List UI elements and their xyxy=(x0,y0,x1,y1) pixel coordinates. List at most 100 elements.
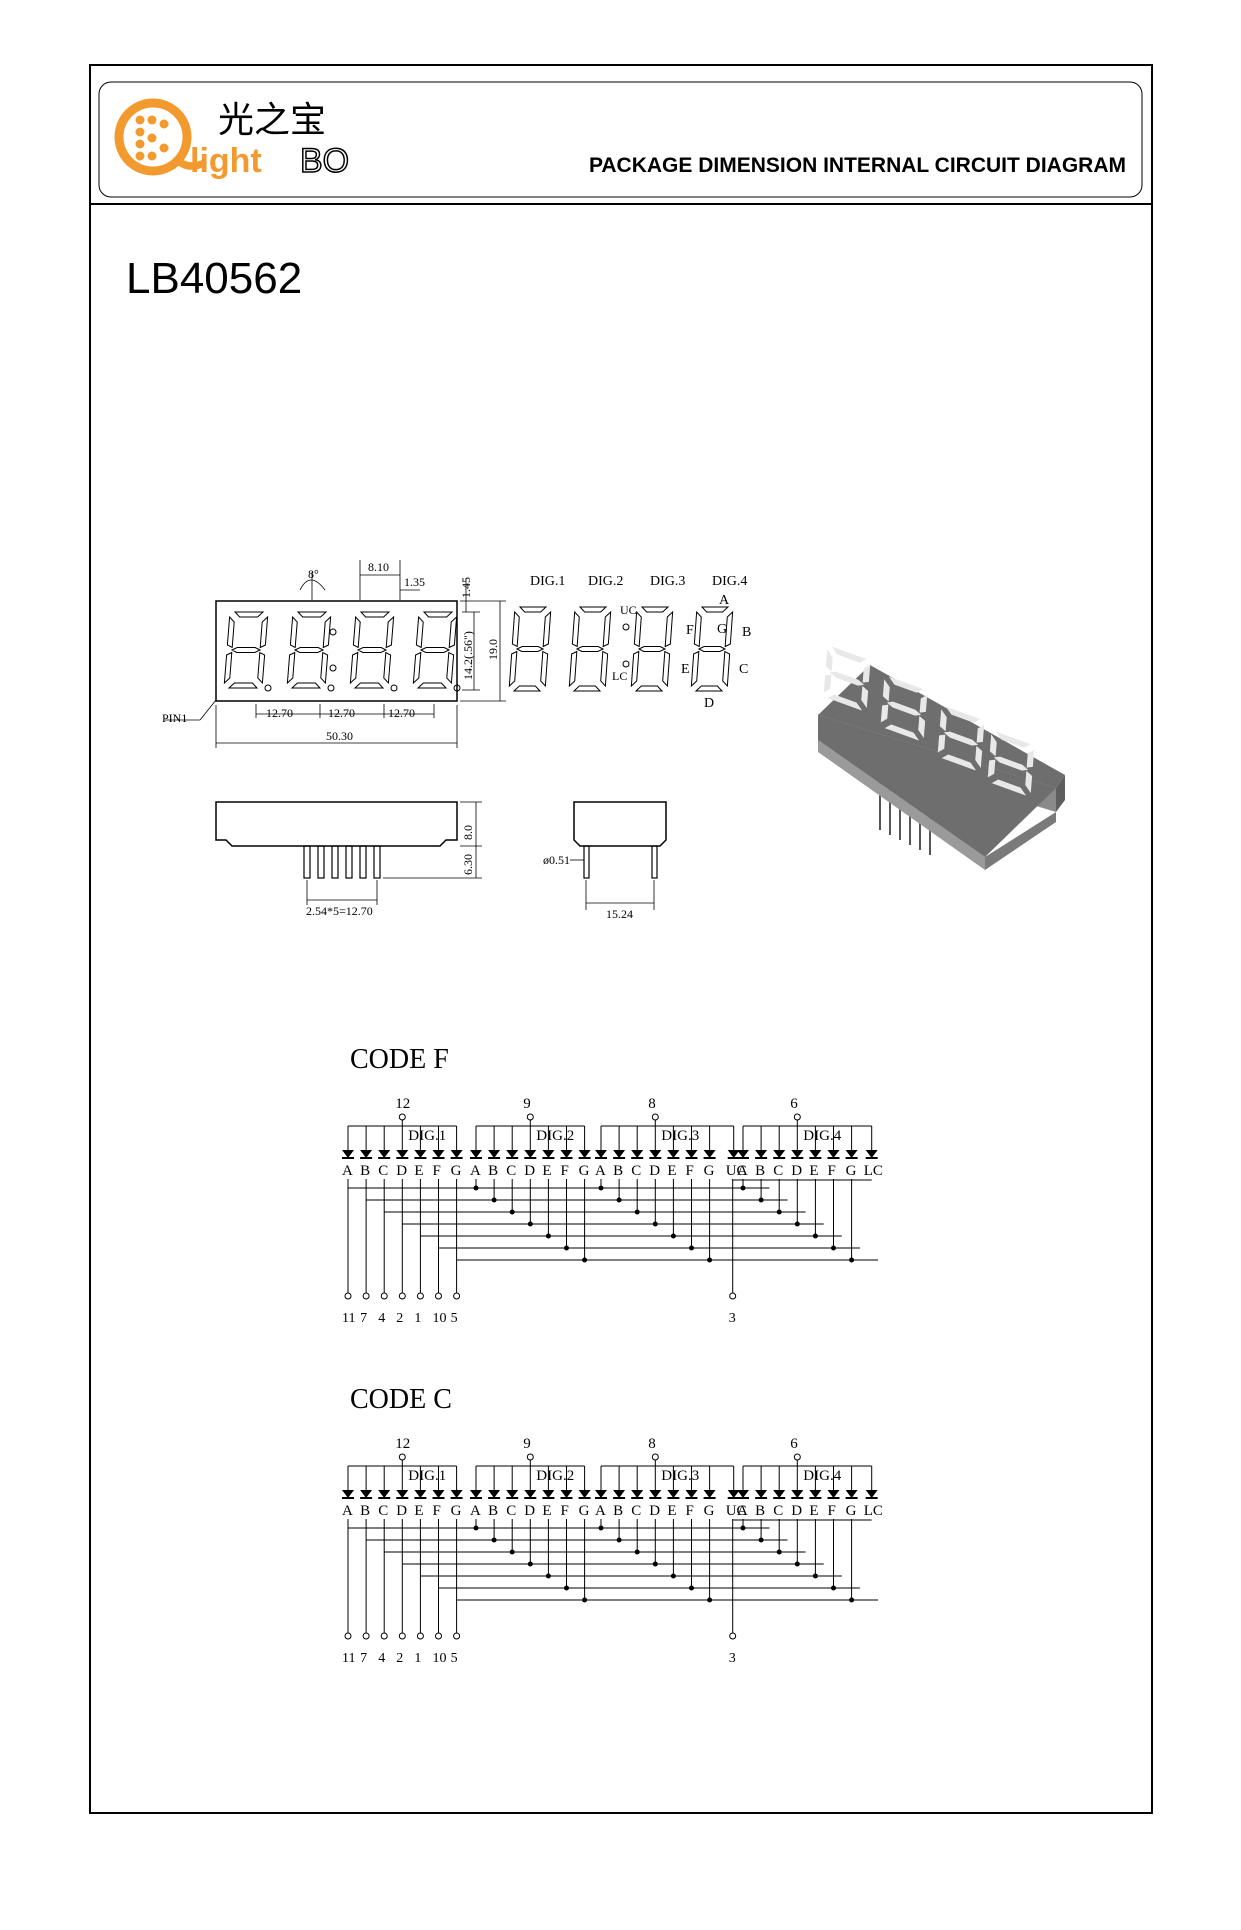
render-digit-outline-4-segment xyxy=(991,779,1027,796)
seg-label-f: F xyxy=(686,623,694,638)
digit-label: DIG.4 xyxy=(803,1468,841,1484)
led-diode-icon xyxy=(470,1490,482,1498)
logo-b-mark-icon xyxy=(114,98,192,176)
display-3d-render xyxy=(818,646,1065,870)
segment-identification-drawing: DIG.1 DIG.2 DIG.3 DIG.4 UC LC A B C D E … xyxy=(508,574,751,711)
junction-dot xyxy=(582,1597,588,1603)
junction-dot xyxy=(634,1209,640,1215)
junction-dot xyxy=(491,1197,497,1203)
junction-dot xyxy=(707,1597,713,1603)
seg-digit-3-segment xyxy=(634,685,664,692)
led-diode-icon xyxy=(432,1490,445,1498)
led-diode-icon xyxy=(488,1150,501,1158)
led-diode-icon xyxy=(737,1490,749,1498)
seg-digit-1-segment xyxy=(540,650,549,688)
segment-label: A xyxy=(342,1503,353,1519)
seg-label-b: B xyxy=(742,625,751,640)
junction-dot xyxy=(491,1537,497,1543)
front-digit-2-segment xyxy=(289,615,298,649)
front-digit-2-segment xyxy=(320,651,329,685)
led-diode-icon xyxy=(506,1490,519,1498)
bottom-pin-label: 1 xyxy=(414,1651,421,1666)
render-digit-outline-2-segment xyxy=(884,724,920,741)
front-digit-4 xyxy=(412,611,458,689)
led-diode-icon xyxy=(578,1490,591,1498)
front-digit-4-segment xyxy=(419,647,451,653)
segment-label: F xyxy=(561,1503,569,1519)
front-digit-2-segment xyxy=(322,615,332,649)
led-diode-icon xyxy=(737,1150,749,1158)
segment-label: F xyxy=(433,1163,441,1179)
segment-label: G xyxy=(451,1503,462,1519)
segment-label: F xyxy=(433,1503,441,1519)
seg-digit-3-segment xyxy=(640,606,670,613)
segment-label: F xyxy=(828,1163,836,1179)
colon-diode-icon xyxy=(865,1150,878,1158)
led-diode-icon xyxy=(506,1150,519,1158)
seg-digit-4-segment xyxy=(693,610,702,648)
segment-label: A xyxy=(595,1163,606,1179)
junction-dot xyxy=(545,1233,551,1239)
seg-digit-label-2: DIG.2 xyxy=(588,574,623,589)
segment-label: C xyxy=(506,1503,516,1519)
seg-digit-2-segment xyxy=(571,610,580,648)
colon-diode-icon xyxy=(727,1150,740,1158)
led-diode-icon xyxy=(378,1490,391,1498)
render-digit-outline-3-segment xyxy=(939,709,947,732)
bottom-pin-terminal xyxy=(362,1292,370,1300)
bottom-pin-terminal xyxy=(380,1632,388,1640)
junction-dot xyxy=(616,1537,622,1543)
segment-label: B xyxy=(488,1503,498,1519)
bottom-pin-terminal xyxy=(435,1292,442,1300)
segment-label: A xyxy=(470,1163,481,1179)
seg-digit-1-segment xyxy=(515,646,545,652)
segment-label: D xyxy=(396,1503,407,1519)
led-diode-icon xyxy=(685,1150,698,1158)
logo-chinese: 光之宝 xyxy=(218,100,326,141)
front-digit-4-segment xyxy=(448,615,458,649)
bottom-pin-label: 7 xyxy=(360,1311,367,1326)
front-digit-1-segment xyxy=(227,682,259,689)
junction-dot xyxy=(689,1585,694,1591)
front-digit-1-segment xyxy=(230,647,262,653)
bottom-pin-terminal xyxy=(380,1292,388,1300)
seg-digit-1-segment xyxy=(542,610,552,648)
side-view-drawing: 8.0 6.30 2.54*5=12.70 xyxy=(215,801,482,918)
seg-digit-2-segment xyxy=(575,646,605,652)
schematic-title: CODE F xyxy=(350,1044,449,1075)
bottom-pin-terminal xyxy=(416,1292,424,1300)
digit-label: DIG.3 xyxy=(661,1128,699,1144)
segment-label: E xyxy=(667,1163,676,1179)
common-pin-label: 9 xyxy=(523,1436,531,1452)
front-decimal-point xyxy=(453,684,461,692)
front-digit-4-segment xyxy=(446,651,455,685)
dim-pitch-1: 12.70 xyxy=(266,706,293,720)
seg-digit-label-1: DIG.1 xyxy=(530,574,565,589)
segment-label: C xyxy=(773,1163,783,1179)
company-logo: 光之宝 light BO xyxy=(114,98,350,181)
front-digit-3-segment xyxy=(353,682,385,689)
render-digit-outline-4-segment xyxy=(993,756,1029,771)
common-pin-label: 12 xyxy=(395,1096,410,1112)
colon-pin-label: 3 xyxy=(729,1311,736,1326)
lower-colon-dot xyxy=(622,660,630,668)
led-diode-icon xyxy=(360,1150,373,1158)
seg-digit-2-segment xyxy=(600,650,609,688)
dim-digit-height: 14.2(.56") xyxy=(461,631,475,680)
segment-label: G xyxy=(579,1503,590,1519)
render-digit-outline-1-segment xyxy=(861,685,869,709)
led-diode-icon xyxy=(773,1150,786,1158)
render-digit-outline-3-segment xyxy=(975,745,983,769)
led-diode-icon xyxy=(524,1490,537,1498)
dim-seg-width: 8.10 xyxy=(368,560,389,574)
front-digit-3 xyxy=(349,611,395,689)
led-diode-icon xyxy=(470,1150,482,1158)
seg-label-d: D xyxy=(704,696,714,711)
segment-label: A xyxy=(342,1163,353,1179)
segment-label: E xyxy=(667,1503,676,1519)
bottom-pin-terminal xyxy=(362,1632,370,1640)
segment-label: B xyxy=(488,1163,498,1179)
front-digit-4-segment xyxy=(416,682,448,689)
page-border xyxy=(89,64,1153,1814)
